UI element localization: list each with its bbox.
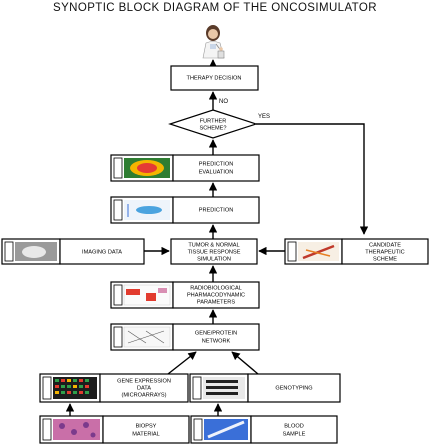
prediction-evaluation-label-1: PREDICTION: [199, 161, 234, 167]
prediction-node: PREDICTION: [110, 196, 260, 224]
gene-expression-label-3: (MICROARRAYS): [122, 392, 167, 398]
simulation-node: TUMOR & NORMAL TISSUE RESPONSE SIMULATIO…: [170, 238, 258, 265]
gene-network-label-2: NETWORK: [202, 338, 231, 344]
gene-network-label-1: GENE/PROTEIN: [195, 330, 237, 336]
genotyping-label: GENOTYPING: [275, 385, 312, 391]
arrow-expression-to-network: [167, 351, 197, 375]
biopsy-node: BIOPSY MATERIAL: [39, 415, 190, 444]
diagram-title: SYNOPTIC BLOCK DIAGRAM OF THE ONCOSIMULA…: [53, 2, 377, 14]
blood-label-1: BLOOD: [284, 423, 304, 429]
prediction-evaluation-label-2: EVALUATION: [199, 169, 234, 175]
further-scheme-label-1: FURTHER: [200, 118, 227, 124]
yes-label: YES: [258, 114, 270, 120]
simulation-label-1: TUMOR & NORMAL: [188, 242, 239, 248]
genotyping-node: GENOTYPING: [189, 373, 341, 403]
biopsy-label-2: MATERIAL: [132, 431, 160, 437]
therapy-decision-label: THERAPY DECISION: [187, 75, 242, 81]
simulation-label-3: SIMULATION: [197, 256, 231, 262]
gene-expression-label-2: DATA: [137, 385, 151, 391]
imaging-data-node: IMAGING DATA: [1, 238, 145, 265]
therapy-decision-node: THERAPY DECISION: [170, 65, 259, 91]
parameters-label-1: RADIOBIOLOGICAL: [190, 285, 242, 291]
parameters-label-3: PARAMETERS: [197, 299, 235, 305]
arrow-yes: [256, 123, 369, 235]
candidate-label-3: SCHEME: [373, 256, 397, 262]
doctor-figure-icon: [202, 25, 225, 59]
gene-expression-node: GENE EXPRESSION DATA (MICROARRAYS): [39, 373, 189, 403]
prediction-evaluation-node: PREDICTION EVALUATION: [110, 154, 260, 182]
candidate-scheme-node: CANDIDATE THERAPEUTIC SCHEME: [284, 238, 429, 265]
simulation-label-2: TISSUE RESPONSE: [188, 249, 241, 255]
gene-expression-label-1: GENE EXPRESSION: [117, 378, 171, 384]
candidate-label-1: CANDIDATE: [369, 242, 401, 248]
prediction-label: PREDICTION: [199, 207, 234, 213]
parameters-label-2: PHARMACODYNAMIC: [187, 292, 245, 298]
candidate-label-2: THERAPEUTIC: [365, 249, 404, 255]
blood-node: BLOOD SAMPLE: [190, 415, 338, 444]
imaging-data-label: IMAGING DATA: [82, 249, 122, 255]
gene-network-node: GENE/PROTEIN NETWORK: [110, 323, 260, 351]
arrow-genotyping-to-network: [231, 351, 259, 375]
blood-label-2: SAMPLE: [283, 431, 306, 437]
parameters-node: RADIOBIOLOGICAL PHARMACODYNAMIC PARAMETE…: [110, 281, 260, 309]
further-scheme-decision: FURTHER SCHEME?: [168, 109, 258, 139]
further-scheme-label-2: SCHEME?: [199, 125, 226, 131]
no-label: NO: [219, 99, 228, 105]
biopsy-label-1: BIOPSY: [136, 423, 157, 429]
